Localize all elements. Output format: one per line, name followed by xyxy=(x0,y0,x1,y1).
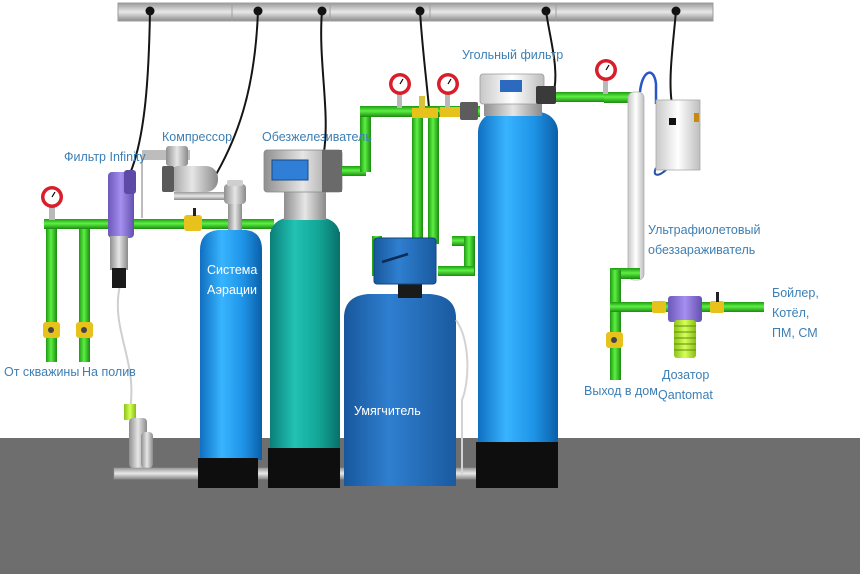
pressure-gauge-softener-in xyxy=(389,73,411,108)
power-cables xyxy=(127,10,677,239)
softener-drain-hose xyxy=(455,319,469,474)
carbon-filter-control-valve xyxy=(479,73,556,116)
iron-removal-tank xyxy=(268,188,340,488)
aeration-tank xyxy=(198,180,262,488)
uv-sterilizer xyxy=(627,91,701,281)
label-compressor: Компрессор xyxy=(162,130,232,144)
label-boiler-line2: Котёл, xyxy=(772,306,809,320)
label-carbon-filter: Угольный фильтр xyxy=(462,48,563,62)
label-dosing-line2: Qantomat xyxy=(658,388,713,402)
inlet-pipes xyxy=(44,208,274,362)
softener-cabinet xyxy=(344,282,456,486)
ceiling-rail xyxy=(117,2,714,22)
label-watering: На полив xyxy=(82,365,136,379)
label-aeration-line1: Система xyxy=(207,263,257,277)
pressure-gauge-inlet xyxy=(41,186,63,220)
label-softener: Умягчитель xyxy=(354,404,421,418)
label-from-well: От скважины xyxy=(4,365,79,379)
label-to-house: Выход в дом xyxy=(584,384,658,398)
label-dosing-line1: Дозатор xyxy=(662,368,709,382)
uv-cable xyxy=(638,71,658,104)
infinity-filter xyxy=(108,170,136,288)
ball-valve-inlet xyxy=(184,215,202,231)
carbon-filter-tank xyxy=(476,112,558,488)
label-uv-line2: обеззараживатель xyxy=(648,243,755,257)
pressure-gauge-softener-out xyxy=(437,73,459,108)
dosing-unit xyxy=(668,296,702,358)
inlet-valves xyxy=(43,322,93,338)
label-infinity-filter: Фильтр Infinity xyxy=(64,150,146,164)
iron-removal-control-valve xyxy=(263,149,343,193)
compressor xyxy=(141,146,234,218)
label-iron-removal: Обезжелезиватель xyxy=(262,130,372,144)
label-uv-line1: Ультрафиолетовый xyxy=(648,223,760,237)
pressure-gauge-outlet xyxy=(595,59,617,94)
label-boiler-line1: Бойлер, xyxy=(772,286,819,300)
label-boiler-line3: ПМ, СМ xyxy=(772,326,818,340)
softener-control-valve xyxy=(373,237,437,285)
label-aeration-line2: Аэрации xyxy=(207,283,257,297)
